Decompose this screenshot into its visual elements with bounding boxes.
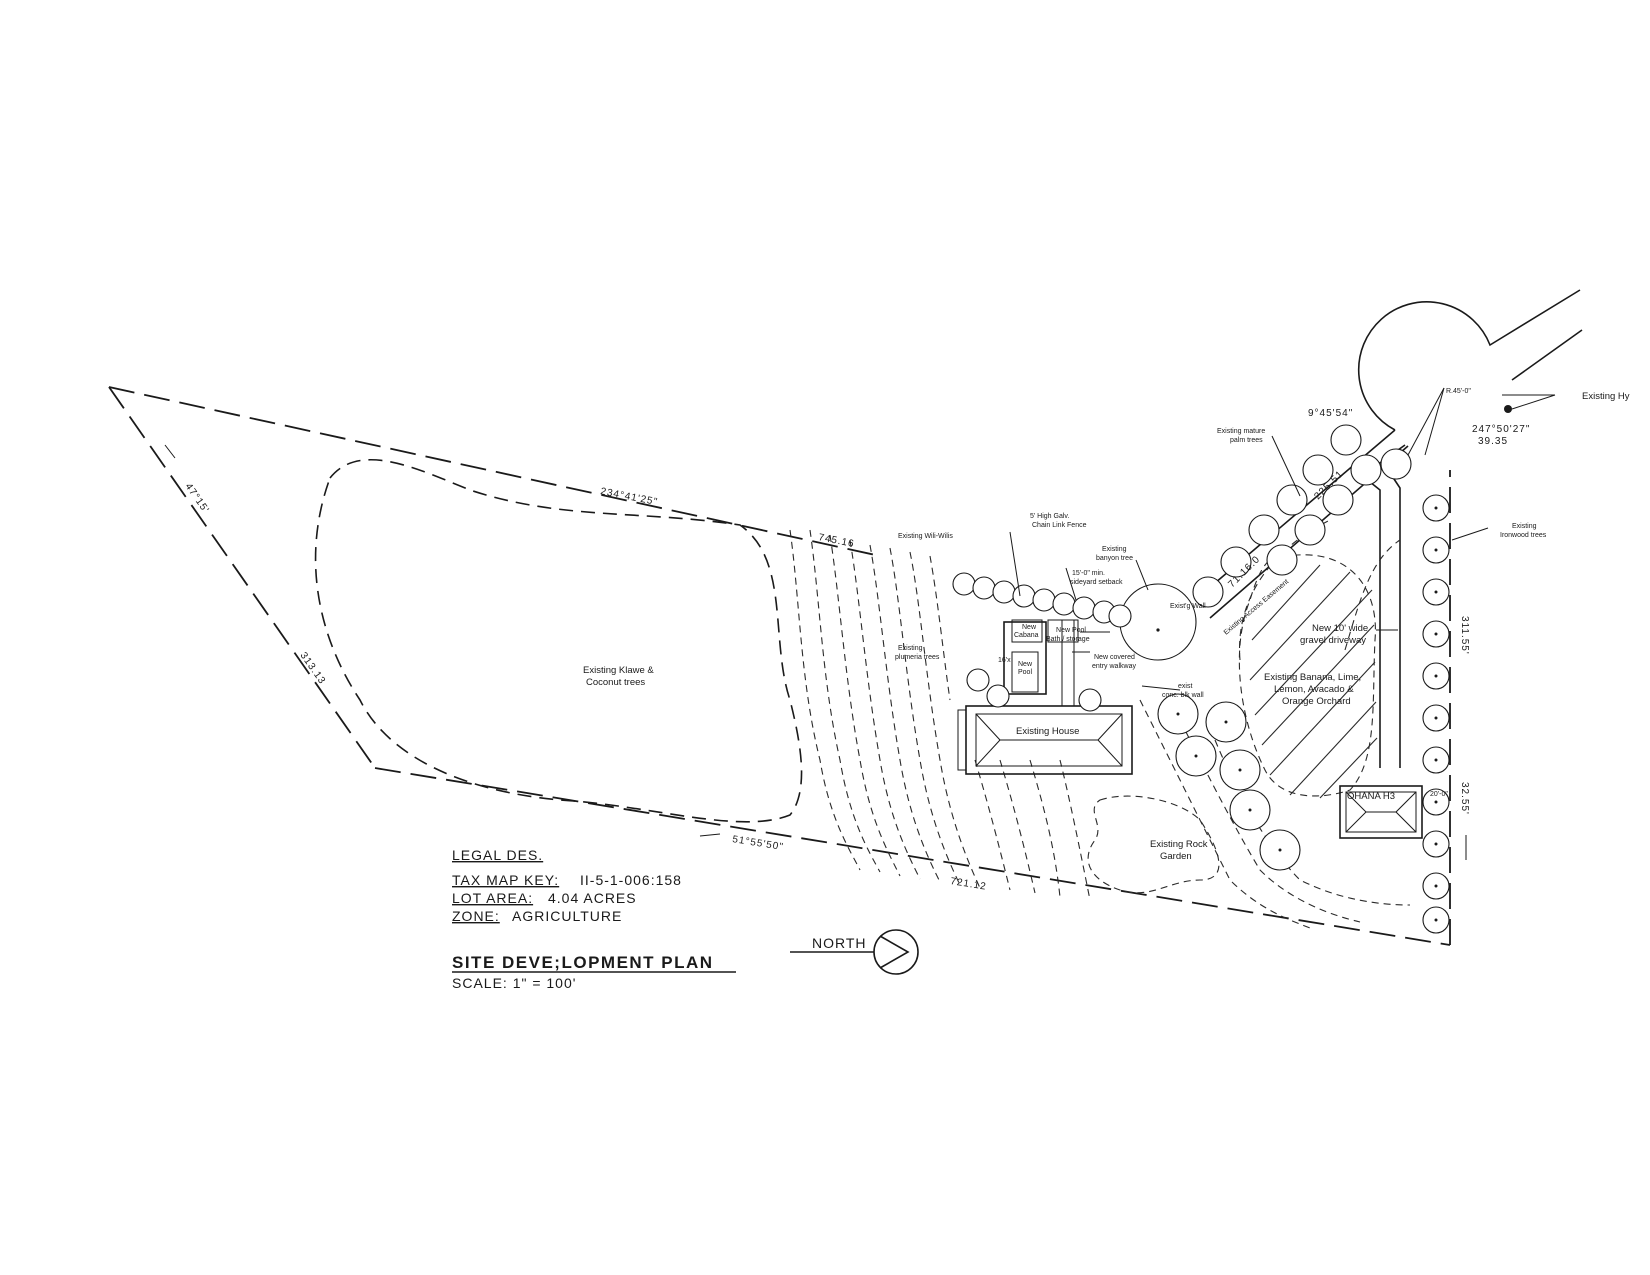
ohana-offset-label: 20'-0" [1430,791,1448,798]
bearing-bottom: 51°55'50" [732,834,785,853]
bearing-left: 47°15' [183,481,212,515]
arc-angle-label: 247°50'27" [1472,424,1530,435]
north-label: NORTH [812,935,867,951]
rock-garden-label-2: Garden [1160,851,1192,862]
pool-shed-label-2: Bath / storage [1046,636,1090,643]
north-arrow: NORTH [790,929,919,975]
radius-label: R.45'-0" [1446,388,1471,395]
walkway-label-1: New covered [1094,654,1135,661]
length-left: 313.13 [298,650,328,686]
fence-label-2: Chain Link Fence [1032,522,1087,529]
exist-wall-label-2: conc. blk wall [1162,692,1204,699]
wiliwili-label: Existing Wili-Wilis [898,533,953,540]
driveway-label-1: New 10' wide [1312,623,1368,634]
tax-map-key-value: II-5-1-006:158 [580,872,682,888]
rock-garden-label-1: Existing Rock [1150,839,1208,850]
plan-title: SITE DEVE;LOPMENT PLAN [452,953,714,972]
lot-area-value: 4.04 ACRES [548,890,637,906]
pool-shed-label-1: New Pool [1056,627,1086,634]
setback-label-1: 15'-0" min. [1072,570,1105,577]
zone-value: AGRICULTURE [512,908,622,924]
driveway-label-2: gravel driveway [1300,635,1366,646]
fence-label-1: 5' High Galv. [1030,513,1069,520]
ironwood-label-1: Existing [1512,523,1537,530]
title-block: SITE DEVE;LOPMENT PLAN SCALE: 1" = 100' [452,953,736,991]
bearing-top: 234°41'25" [599,486,658,508]
klawe-coconut-area [314,458,803,823]
zone-label: ZONE: [452,908,500,924]
existing-hydrant-label: Existing Hy [1582,391,1630,402]
length-right-lower: 32.55' [1459,782,1470,815]
legal-heading: LEGAL DES. [452,847,543,863]
plumeria-label-2: plumeria trees [895,654,940,661]
pool-dim-label: 16'x [998,657,1011,664]
leader-lines [164,435,1489,860]
existing-house [957,619,1133,775]
property-boundary [108,386,1451,946]
pool-cabana [1003,619,1110,695]
existing-house-label: Existing House [1016,726,1079,737]
plumeria-label-1: Existing [898,645,923,652]
trees [952,424,1450,934]
tax-map-key-label: TAX MAP KEY: [452,872,559,888]
orchard-area [1238,554,1378,799]
orchard-label-2: Lemon, Avacado & [1274,684,1354,695]
mature-palm-label-2: palm trees [1230,437,1263,444]
lot-area-label: LOT AREA: [452,890,533,906]
ohana-house [1339,785,1423,839]
coconut-label: Coconut trees [586,677,645,688]
walkway-label-2: entry walkway [1092,663,1136,670]
legal-description: LEGAL DES. TAX MAP KEY: II-5-1-006:158 L… [452,847,682,924]
length-right: 311.55' [1459,616,1470,655]
mature-palm-label-1: Existing mature [1217,428,1265,435]
setback-label-2: sideyard setback [1070,579,1123,586]
arc-length-label: 39.35 [1478,436,1508,447]
ironwood-label-2: Ironwood trees [1500,532,1547,539]
rock-garden [1087,795,1220,894]
banyan-label-2: banyon tree [1096,555,1133,562]
pool-label-1: New [1018,661,1033,668]
length-bottom: 721.12 [950,876,988,893]
cabana-label-1: New [1022,624,1037,631]
ohana-label: OHANA H3 [1347,791,1395,802]
klawe-label: Existing Klawe & [583,665,654,676]
existing-wall-top-label: Exist'g Wall [1170,603,1206,610]
plan-scale: SCALE: 1" = 100' [452,975,576,991]
bearing-corner: 9°45'54" [1308,408,1353,419]
exist-wall-label-1: exist [1178,683,1192,690]
plan-labels: Existing Klawe & Coconut trees Existing … [583,391,1630,862]
banyan-label-1: Existing [1102,546,1127,553]
cabana-label-2: Cabana [1014,632,1039,639]
orchard-label-1: Existing Banana, Lime, [1264,672,1361,683]
orchard-label-3: Orange Orchard [1282,696,1351,707]
pool-label-2: Pool [1018,669,1032,676]
